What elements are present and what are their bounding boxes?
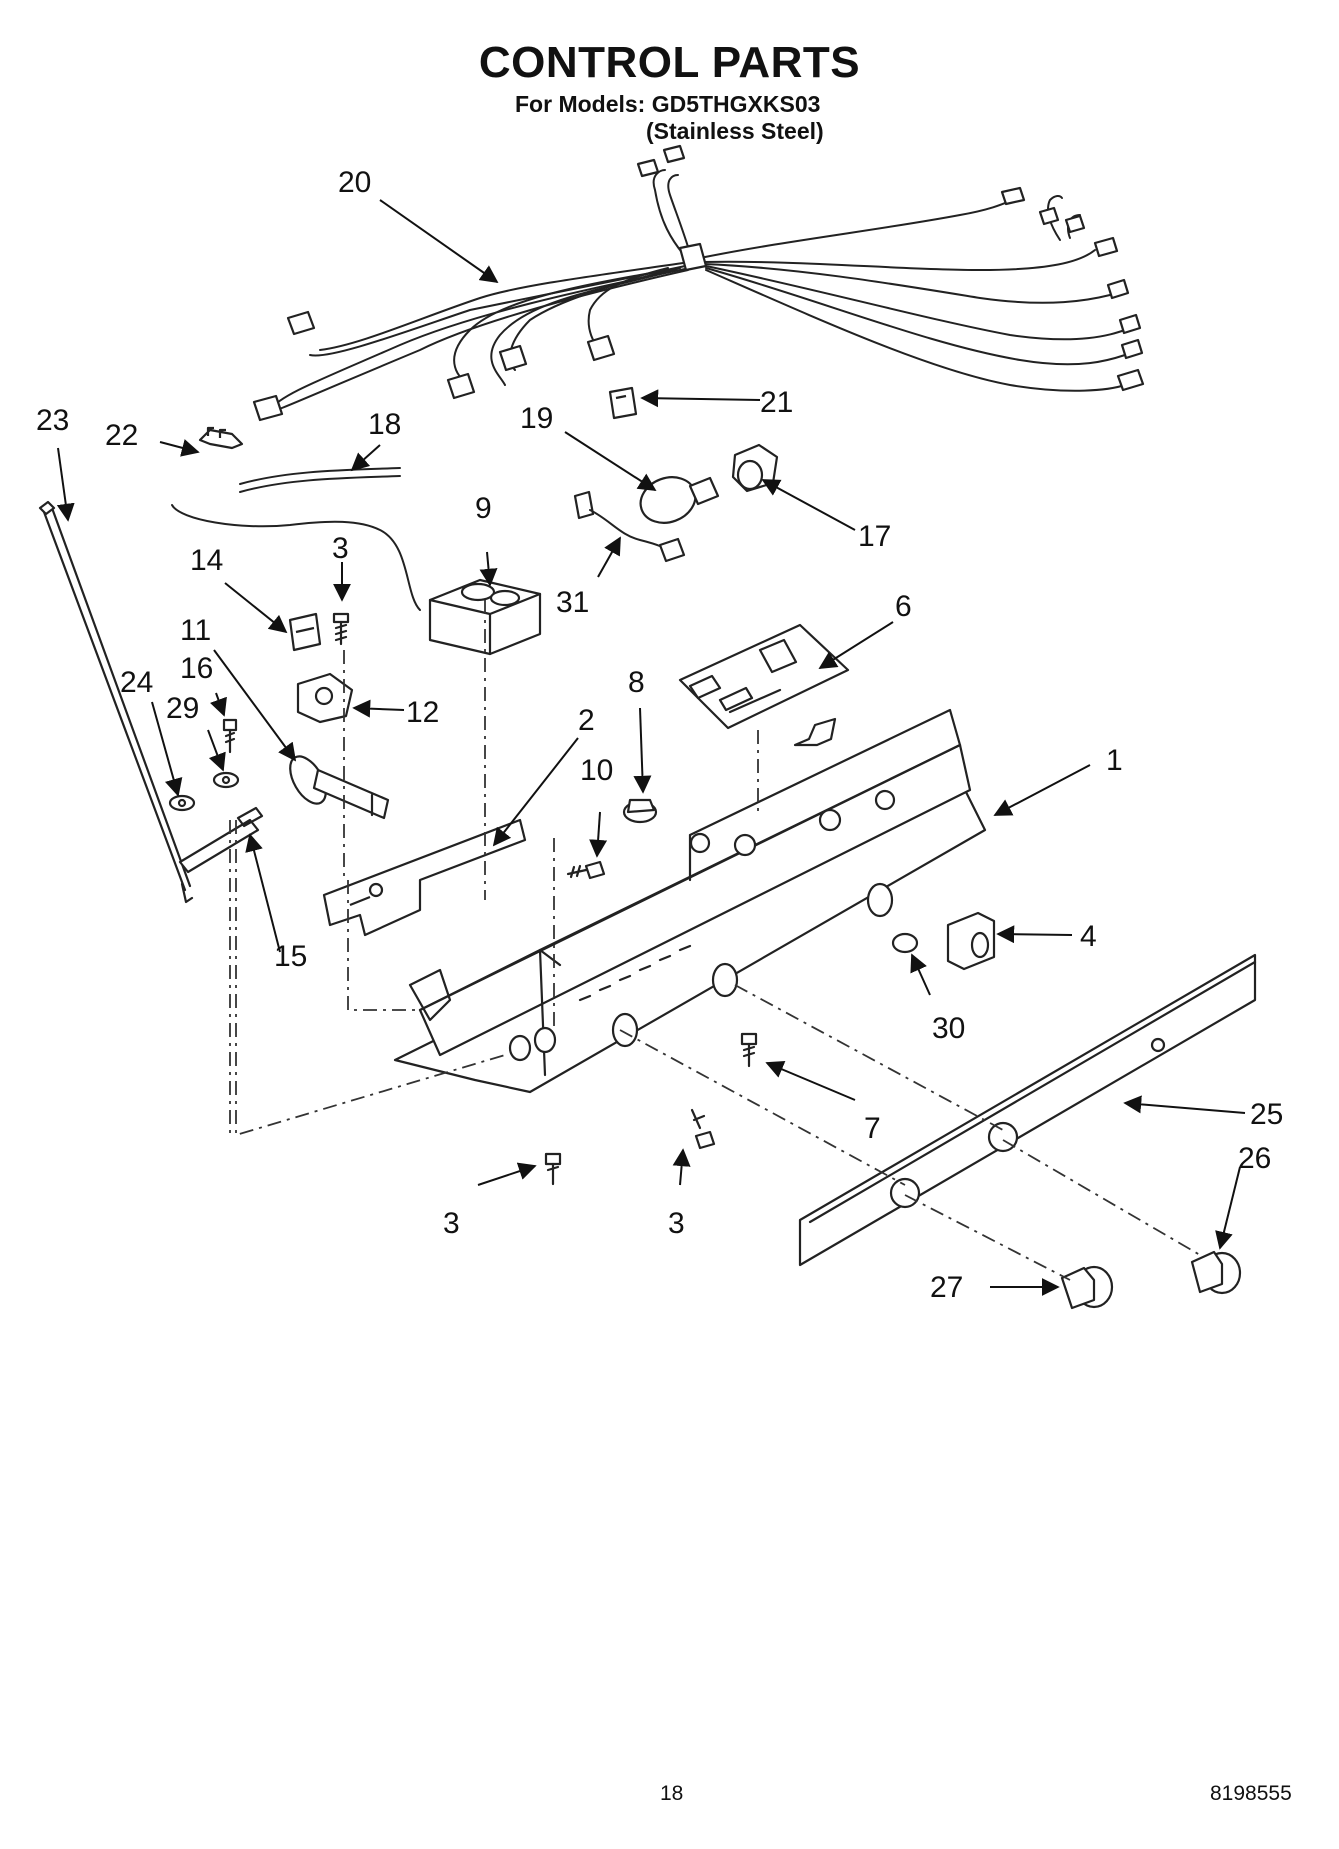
finish-line: (Stainless Steel) (646, 118, 824, 144)
callout-22: 22 (105, 419, 138, 452)
callout-4: 4 (1080, 920, 1097, 953)
control-shaft-part-11 (289, 755, 390, 820)
callout-12: 12 (406, 696, 439, 729)
control-rod-part-23 (38, 500, 194, 904)
callout-3-top: 3 (332, 532, 349, 565)
document-number: 8198555 (1210, 1782, 1292, 1805)
callout-27: 27 (930, 1271, 963, 1304)
callout-3-bottom-left: 3 (443, 1207, 460, 1240)
callout-3-bottom-right: 3 (668, 1207, 685, 1240)
page-title: CONTROL PARTS (478, 38, 861, 87)
alignment-lines (229, 600, 1201, 1281)
callout-11: 11 (180, 614, 211, 647)
label-part-14 (288, 612, 322, 652)
wiring-harness-part-20 (252, 144, 1145, 422)
models-line: For Models: GD5THGXKS03 (515, 91, 821, 117)
callout-labels: 20 23 22 18 19 21 17 9 14 3 31 6 11 16 1… (36, 166, 1283, 1304)
grommet-part-8 (622, 798, 658, 824)
screw-part-3-right (690, 1108, 716, 1150)
callout-25: 25 (1250, 1098, 1283, 1131)
knob-part-26 (1190, 1250, 1242, 1295)
page-number: 18 (660, 1782, 684, 1805)
capillary-part-14 (171, 504, 421, 611)
bracket-part-12 (296, 672, 354, 724)
callout-7: 7 (864, 1112, 881, 1145)
callout-17: 17 (858, 520, 891, 553)
switch-part-4 (946, 911, 996, 971)
callout-8: 8 (628, 666, 645, 699)
control-board-part-6 (678, 623, 850, 730)
callout-31: 31 (556, 586, 589, 619)
callout-30: 30 (932, 1012, 965, 1045)
leader-lines (56, 199, 1246, 1296)
callout-23: 23 (36, 404, 69, 437)
lever-part-15 (178, 806, 264, 874)
callout-29: 29 (166, 692, 199, 725)
callout-9: 9 (475, 492, 492, 525)
callout-16: 16 (180, 652, 213, 685)
knob-part-27 (1060, 1265, 1114, 1310)
pigtail-part-31 (573, 490, 686, 563)
callout-20: 20 (338, 166, 371, 199)
callout-15: 15 (274, 940, 307, 973)
cover-part-2 (322, 818, 527, 937)
callout-21: 21 (760, 386, 793, 419)
damper-control-part-9 (428, 578, 542, 656)
screw-part-3-left (544, 1152, 562, 1186)
screw-part-16 (222, 718, 238, 754)
callout-10: 10 (580, 754, 613, 787)
clip-part-21 (608, 386, 638, 420)
screw-part-10 (566, 860, 606, 880)
callout-18: 18 (368, 408, 401, 441)
tube-part-18 (239, 467, 401, 493)
control-housing-part-1 (393, 708, 987, 1094)
callout-19: 19 (520, 402, 553, 435)
callout-26: 26 (1238, 1142, 1271, 1175)
screw-part-3-upper (332, 612, 350, 646)
trim-panel-part-25 (798, 953, 1257, 1267)
washer-part-24 (168, 794, 196, 812)
bracket-part-22 (198, 426, 244, 450)
callout-14: 14 (190, 544, 223, 577)
button-part-30 (891, 932, 919, 954)
callout-2: 2 (578, 704, 595, 737)
callout-24: 24 (120, 666, 153, 699)
screw-part-7 (740, 1032, 758, 1068)
callout-6: 6 (895, 590, 912, 623)
callout-1: 1 (1106, 744, 1123, 777)
washer-part-29 (212, 771, 240, 789)
light-bulb-part-19 (639, 476, 720, 524)
